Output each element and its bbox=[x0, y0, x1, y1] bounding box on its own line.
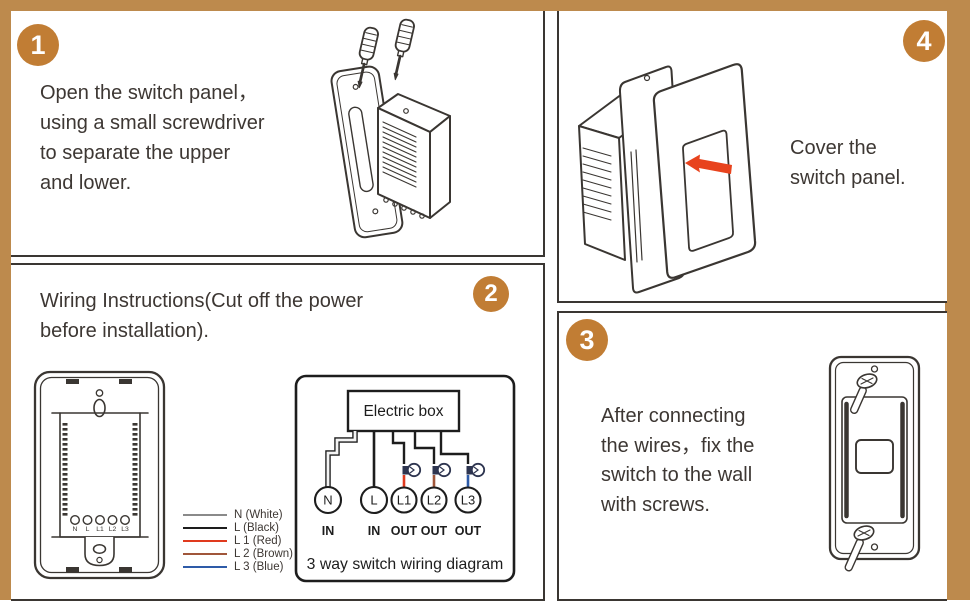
step-3-text: After connecting the wires，fix the switc… bbox=[601, 402, 754, 520]
svg-text:N: N bbox=[73, 526, 78, 533]
switch-button bbox=[855, 439, 894, 474]
terminal-name: L bbox=[370, 493, 377, 508]
wiring-diagram: Electric box N L L1 L2 L3 IN bbox=[294, 374, 516, 583]
terminal-l bbox=[359, 485, 389, 515]
terminal-name: L2 bbox=[427, 493, 441, 508]
frame-top bbox=[0, 0, 970, 11]
step-4-line: Cover the bbox=[790, 137, 877, 159]
svg-text:L: L bbox=[86, 526, 90, 533]
bulb-icon bbox=[432, 462, 452, 478]
step-1-line: and lower. bbox=[40, 172, 132, 194]
step-2-heading: Wiring Instructions(Cut off the power be… bbox=[40, 286, 363, 346]
electric-box-label: Electric box bbox=[363, 403, 443, 420]
step-2-badge: 2 bbox=[473, 276, 509, 312]
terminal-direction: OUT bbox=[391, 524, 418, 538]
legend-row: L (Black) bbox=[183, 522, 293, 535]
step-1-badge: 1 bbox=[17, 24, 59, 66]
step-1-line: Open the switch panel， bbox=[40, 82, 258, 104]
terminal-direction: IN bbox=[368, 524, 381, 538]
bulb-icon bbox=[466, 462, 486, 478]
legend-row: L 3 (Blue) bbox=[183, 560, 293, 573]
svg-text:L1: L1 bbox=[96, 526, 104, 533]
mount-tab bbox=[66, 379, 79, 384]
svg-text:L2: L2 bbox=[109, 526, 117, 533]
terminal-labels: N L L1 L2 L3 bbox=[73, 526, 129, 533]
bottom-tab bbox=[84, 536, 115, 567]
terminal-direction: OUT bbox=[455, 524, 482, 538]
step-1-line: to separate the upper bbox=[40, 142, 231, 164]
cover-plate bbox=[652, 63, 757, 279]
wire-l1-feed bbox=[391, 431, 406, 464]
legend-label: L 3 (Blue) bbox=[234, 560, 284, 573]
wire-l2-feed bbox=[413, 431, 436, 464]
switch-cover-illustration bbox=[578, 63, 757, 294]
vent-slats bbox=[582, 147, 612, 221]
legend-row: L 2 (Brown) bbox=[183, 547, 293, 560]
wire-swatch-white bbox=[183, 514, 227, 517]
terminal-l1 bbox=[390, 486, 418, 514]
step-3-badge: 3 bbox=[566, 319, 608, 361]
step-2-line: before installation). bbox=[40, 320, 209, 342]
step-3-line: switch to the wall bbox=[601, 464, 753, 486]
terminal-name: L3 bbox=[461, 493, 475, 508]
legend-label: N (White) bbox=[234, 509, 283, 522]
panel-step-1 bbox=[11, 11, 545, 257]
mount-tab bbox=[119, 379, 132, 384]
legend-row: L 1 (Red) bbox=[183, 535, 293, 548]
terminal-name: L1 bbox=[397, 493, 411, 508]
terminal-l3 bbox=[454, 486, 482, 514]
wire-swatch-red bbox=[183, 539, 227, 542]
step-1-text: Open the switch panel， using a small scr… bbox=[40, 78, 265, 198]
vent-slats bbox=[382, 121, 417, 188]
legend-label: L 2 (Brown) bbox=[234, 547, 294, 560]
step-3-line: the wires，fix the bbox=[601, 434, 755, 457]
terminal-screws bbox=[70, 514, 130, 525]
terminal-direction: OUT bbox=[421, 524, 448, 538]
wire-l3-feed bbox=[439, 431, 470, 464]
step-2-number: 2 bbox=[484, 280, 498, 307]
step-3-number: 3 bbox=[579, 324, 595, 355]
legend-row: N (White) bbox=[183, 509, 293, 522]
switch-module-box bbox=[377, 93, 451, 219]
switch-screws-illustration bbox=[828, 355, 921, 572]
wall-module bbox=[578, 93, 663, 261]
step-1-number: 1 bbox=[30, 29, 46, 60]
red-arrow-icon bbox=[685, 154, 732, 174]
mount-tab bbox=[66, 567, 79, 572]
screwdriver-icon bbox=[357, 26, 379, 89]
legend-label: L (Black) bbox=[234, 522, 279, 535]
switch-front-illustration: N L L1 L2 L3 bbox=[33, 370, 166, 580]
keyhole bbox=[93, 398, 106, 418]
step-2-line: Wiring Instructions(Cut off the power bbox=[40, 290, 364, 312]
terminal-l2 bbox=[420, 486, 448, 514]
switch-isometric-illustration bbox=[330, 18, 451, 239]
frame-left bbox=[0, 0, 11, 600]
frame-right bbox=[945, 0, 970, 600]
diagram-caption: 3 way switch wiring diagram bbox=[307, 556, 504, 573]
svg-text:L3: L3 bbox=[121, 526, 129, 533]
wire-legend: N (White) L (Black) L 1 (Red) L 2 (Brown… bbox=[183, 509, 293, 573]
electric-box bbox=[346, 389, 461, 433]
terminal-bumps bbox=[383, 197, 425, 219]
step-3-line: with screws. bbox=[601, 493, 710, 516]
step-3-line: After connecting bbox=[601, 405, 746, 427]
wire-swatch-black bbox=[183, 527, 227, 530]
terminal-name: N bbox=[323, 493, 332, 508]
wire-swatch-brown bbox=[183, 552, 227, 555]
legend-label: L 1 (Red) bbox=[234, 534, 282, 547]
terminal-n bbox=[313, 485, 343, 515]
screwdriver-icon bbox=[393, 18, 415, 81]
terminal-direction: IN bbox=[322, 524, 335, 538]
bulb-icon bbox=[402, 462, 422, 478]
wire-n-core bbox=[326, 431, 357, 487]
wire-swatch-blue bbox=[183, 565, 227, 568]
step-1-line: using a small screwdriver bbox=[40, 112, 265, 134]
step-4-number: 4 bbox=[916, 25, 932, 56]
step-4-badge: 4 bbox=[903, 20, 945, 62]
mount-tab bbox=[119, 567, 132, 572]
screw-icon bbox=[844, 525, 879, 572]
step-4-line: switch panel. bbox=[790, 167, 906, 189]
screw-icon bbox=[849, 373, 878, 415]
step-4-text: Cover the switch panel. bbox=[790, 133, 906, 193]
